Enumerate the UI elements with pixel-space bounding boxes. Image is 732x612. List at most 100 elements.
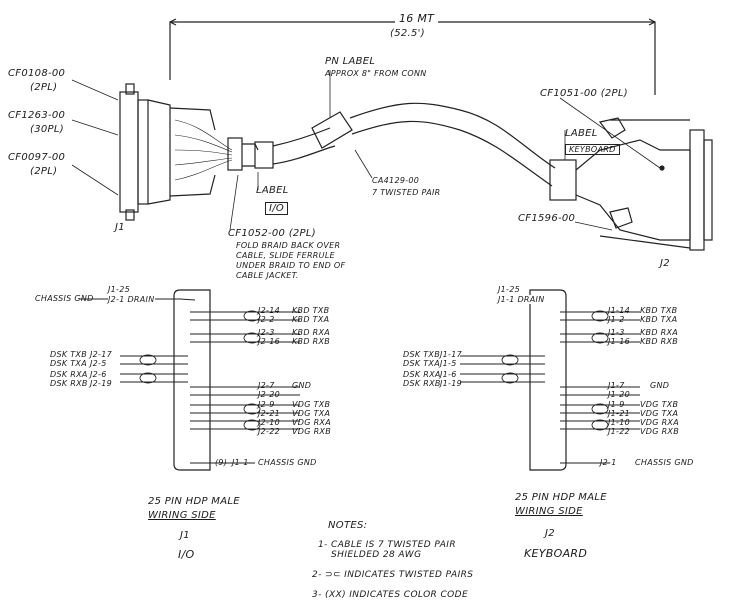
callout-cf0108: CF0108-00 — [8, 68, 66, 79]
j2-wire-ref: J1-7 — [608, 381, 625, 390]
length-dimension-alt: (52.5') — [390, 28, 425, 39]
j1-wire-ref: J2-10 — [258, 418, 281, 427]
j2-wire-ref: J1-5 — [440, 359, 457, 368]
j2-wire-signal: GND — [650, 381, 670, 390]
j1-wire-signal: KBD TXA — [292, 315, 330, 324]
j1-dsub-outline — [173, 289, 211, 471]
j1-wire-signal: VDG RXA — [292, 418, 331, 427]
j1-chassis-gnd: CHASSIS GND — [35, 294, 94, 303]
j1-wire-fan — [174, 119, 233, 181]
j1-wire-signal: DSK TXA — [50, 359, 87, 368]
note-3: 3- (XX) INDICATES COLOR CODE — [312, 590, 469, 600]
j1-connector — [119, 83, 216, 221]
note-2: 2- ⊃⊂ INDICATES TWISTED PAIRS — [312, 570, 474, 580]
j2-wire-ref: J1-21 — [608, 409, 631, 418]
j1-wire-ref: J2-21 — [258, 409, 281, 418]
j2-wire-ref: J1-17 — [440, 350, 463, 359]
j2-wire-signal: VDG RXB — [640, 427, 680, 436]
leader-lines — [71, 70, 661, 231]
ferrule-note-line: FOLD BRAID BACK OVER — [236, 241, 341, 250]
notes-title: NOTES: — [328, 520, 368, 531]
j2-wire-ref: J1-20 — [608, 390, 631, 399]
label-io-title: LABEL — [256, 185, 289, 196]
cable-body — [227, 102, 556, 187]
j2-wire-signal: KBD TXA — [640, 315, 678, 324]
j1-wire-ref: J2-3 — [258, 328, 275, 337]
j1-wire-ref: J2-2 — [258, 315, 275, 324]
j2-wire-ref: J1-16 — [608, 337, 631, 346]
callout-cf1263-qty: (30PL) — [30, 124, 64, 135]
j1-wire-signal: DSK RXB — [50, 379, 88, 388]
callout-cf0108-qty: (2PL) — [30, 82, 58, 93]
callout-cf1051: CF1051-00 (2PL) — [540, 88, 628, 99]
j1-wire-signal: CHASSIS GND — [258, 458, 317, 467]
j1-wire-ref: J2-17 — [90, 350, 113, 359]
j1-wire-ref: J2-9 — [258, 400, 275, 409]
j2-wire-signal: KBD RXB — [640, 337, 679, 346]
j1-wire-signal: GND — [292, 381, 312, 390]
j1-wire-ref: J1-1 — [232, 458, 249, 467]
j2-caption-ref: J2 — [545, 528, 555, 539]
callout-cf1596: CF1596-00 — [518, 213, 576, 224]
j2-wire-ref: J1-19 — [440, 379, 463, 388]
callout-cf1263: CF1263-00 — [8, 110, 66, 121]
j2-caption-type: 25 PIN HDP MALE — [515, 492, 607, 503]
ferrule-note-line: CABLE JACKET. — [236, 271, 299, 280]
j2-dsub-outline — [529, 289, 567, 471]
label-keyboard-title: LABEL — [565, 128, 598, 139]
j2-wire-signal: CHASSIS GND — [635, 458, 694, 467]
j2-wire-signal: DSK RXA — [403, 370, 441, 379]
j1-shield-ref: J2-1 DRAIN — [108, 295, 155, 304]
j2-wire-signal: VDG TXB — [640, 400, 679, 409]
j2-wire-signal: KBD TXB — [640, 306, 678, 315]
j1-wire-ref: J2-6 — [90, 370, 107, 379]
callout-cf0097-qty: (2PL) — [30, 166, 58, 177]
j1-wire-signal: DSK TXB — [50, 350, 87, 359]
j2-wire-ref: J1-9 — [608, 400, 625, 409]
j1-wire-signal: KBD TXB — [292, 306, 330, 315]
pn-label-title: PN LABEL — [325, 56, 376, 67]
j2-wire-signal: VDG TXA — [640, 409, 679, 418]
cable-desc: 7 TWISTED PAIR — [372, 188, 441, 197]
j2-ref: J2 — [660, 258, 670, 269]
j1-wire-ref: J2-16 — [258, 337, 281, 346]
pn-label-note: APPROX 8" FROM CONN — [325, 69, 427, 78]
cable-part: CA4129-00 — [372, 176, 420, 185]
j2-wire-signal: KBD RXA — [640, 328, 679, 337]
j1-wire-signal: DSK RXA — [50, 370, 88, 379]
j2-caption-side: WIRING SIDE — [515, 506, 583, 517]
j1-wire-signal: KBD RXA — [292, 328, 331, 337]
j2-wire-ref: J2-1 — [600, 458, 617, 467]
length-dimension: 16 MT — [395, 12, 439, 25]
j1-wire-signal: VDG TXB — [292, 400, 331, 409]
j2-wire-ref: J1-3 — [608, 328, 625, 337]
j2-wire-ref: J1-10 — [608, 418, 631, 427]
j2-wire-signal: DSK TXA — [403, 359, 440, 368]
j2-shield-ref: J1-25 — [498, 285, 521, 294]
j1-wire-ref: J2-14 — [258, 306, 281, 315]
label-io-box: I/O — [265, 202, 289, 215]
j2-shield-ref: J1-1 DRAIN — [498, 295, 545, 304]
j2-caption-name: KEYBOARD — [524, 547, 588, 560]
j1-wire-ref: J2-22 — [258, 427, 281, 436]
j2-wires — [460, 299, 640, 464]
ferrule-note-line: CABLE, SLIDE FERRULE — [236, 251, 335, 260]
j1-caption-side: WIRING SIDE — [148, 510, 216, 521]
j1-wire-ref: J2-5 — [90, 359, 107, 368]
j1-color-code: (9) — [215, 458, 228, 467]
j1-wire-ref: J2-19 — [90, 379, 113, 388]
j2-wire-ref: J1-6 — [440, 370, 457, 379]
j1-ref: J1 — [115, 222, 125, 233]
label-keyboard-box: KEYBOARD — [565, 144, 620, 155]
j1-caption-ref: J1 — [180, 530, 190, 541]
ferrule-note-line: UNDER BRAID TO END OF — [236, 261, 346, 270]
j2-wire-ref: J1-14 — [608, 306, 631, 315]
note-1: 1- CABLE IS 7 TWISTED PAIR SHIELDED 28 A… — [318, 540, 457, 560]
j1-wire-ref: J2-7 — [258, 381, 275, 390]
j1-wire-ref: J2-20 — [258, 390, 281, 399]
j1-wire-signal: VDG RXB — [292, 427, 332, 436]
j1-shield-ref: J1-25 — [108, 285, 131, 294]
j2-wire-ref: J1-2 — [608, 315, 625, 324]
j1-caption-type: 25 PIN HDP MALE — [148, 496, 240, 507]
j1-wire-signal: VDG TXA — [292, 409, 331, 418]
